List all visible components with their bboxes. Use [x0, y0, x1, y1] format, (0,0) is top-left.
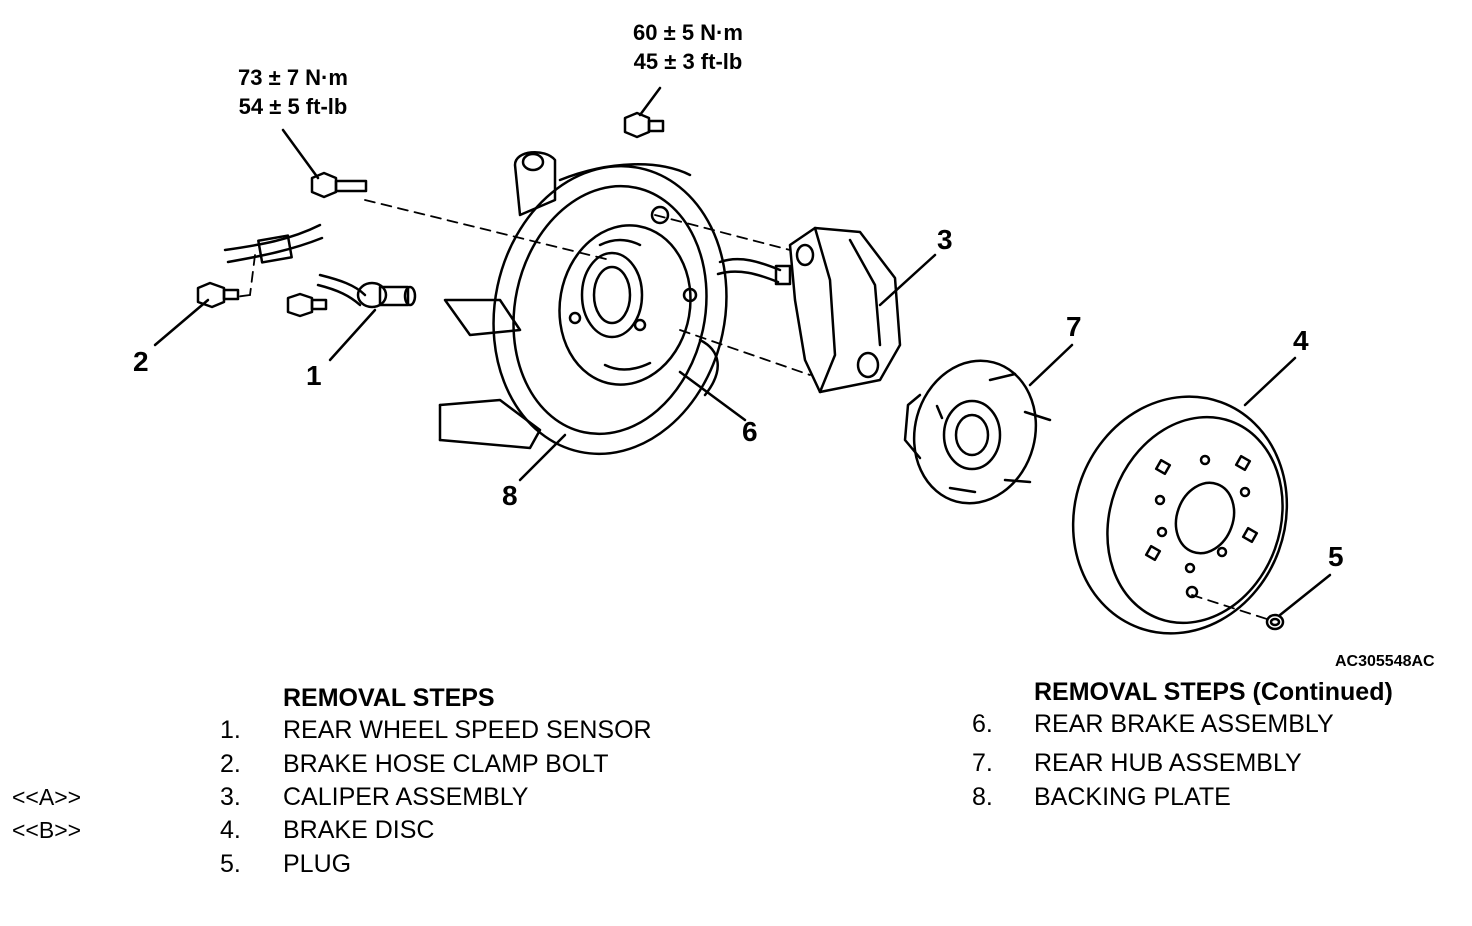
- step-text: REAR WHEEL SPEED SENSOR: [283, 716, 652, 744]
- step-text: BACKING PLATE: [1034, 783, 1231, 811]
- step-text: BRAKE HOSE CLAMP BOLT: [283, 750, 609, 778]
- step-number: 2.: [220, 750, 241, 778]
- step-number: 4.: [220, 816, 241, 844]
- step-number: 1.: [220, 716, 241, 744]
- sensor-harness: [223, 223, 367, 307]
- torque-ftlb: 45 ± 3 ft-lb: [633, 49, 743, 74]
- knuckle: [438, 151, 557, 450]
- torque-spec-top: 60 ± 5 N·m 45 ± 3 ft-lb: [608, 18, 768, 76]
- callout-7: 7: [1066, 311, 1082, 342]
- top-torque-bolt: [623, 111, 665, 139]
- brake-hose: [716, 257, 792, 286]
- leader-lines: [153, 86, 1332, 617]
- rear-hub-assembly: [903, 359, 1052, 505]
- callout-8: 8: [502, 480, 518, 511]
- left-torque-bolt: [310, 171, 368, 199]
- clamp-bolt: [196, 281, 240, 309]
- step-text: PLUG: [283, 850, 352, 878]
- step-text: BRAKE DISC: [283, 816, 435, 844]
- figure-id: AC305548AC: [1335, 653, 1435, 670]
- exploded-view-diagram: [153, 86, 1332, 635]
- torque-spec-left: 73 ± 7 N·m 54 ± 5 ft-lb: [213, 63, 373, 121]
- callout-3: 3: [937, 224, 953, 255]
- procedure-ref: <<A>>: [12, 784, 82, 810]
- callout-4: 4: [1293, 325, 1309, 356]
- step-number: 5.: [220, 850, 241, 878]
- callout-5: 5: [1328, 541, 1344, 572]
- step-number: 6.: [972, 710, 993, 738]
- brake-disc: [1071, 395, 1289, 635]
- wheel-speed-sensor: [286, 281, 417, 318]
- step-text: REAR BRAKE ASSEMBLY: [1034, 710, 1334, 738]
- step-number: 8.: [972, 783, 993, 811]
- procedure-ref: <<B>>: [12, 817, 82, 843]
- removal-steps-title: REMOVAL STEPS: [283, 684, 495, 712]
- callout-1: 1: [306, 360, 322, 391]
- callout-6: 6: [742, 416, 758, 447]
- removal-steps-continued-title: REMOVAL STEPS (Continued): [1034, 678, 1393, 706]
- callout-2: 2: [133, 346, 149, 377]
- torque-nm: 73 ± 7 N·m: [238, 65, 348, 90]
- torque-nm: 60 ± 5 N·m: [633, 20, 743, 45]
- step-text: CALIPER ASSEMBLY: [283, 783, 529, 811]
- backing-plate: [492, 163, 728, 456]
- torque-ftlb: 54 ± 5 ft-lb: [238, 94, 348, 119]
- step-number: 3.: [220, 783, 241, 811]
- plug: [1265, 613, 1285, 631]
- caliper-assembly: [788, 226, 902, 394]
- step-number: 7.: [972, 749, 993, 777]
- step-text: REAR HUB ASSEMBLY: [1034, 749, 1302, 777]
- dashed-lines: [234, 199, 1271, 621]
- rear-brake-assembly: [558, 205, 698, 386]
